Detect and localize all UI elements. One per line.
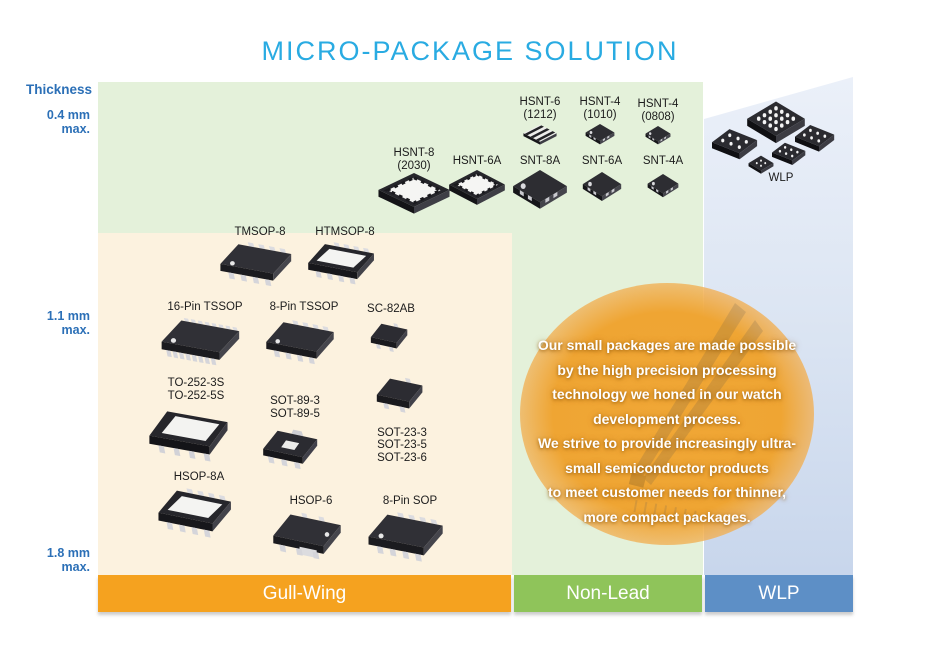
package-size-label: (0808) <box>641 110 675 123</box>
chip-illustration-16-pin-tssop <box>161 317 240 365</box>
callout-line: technology we honed in our watch <box>552 386 782 402</box>
package-label: HSNT-6 <box>519 96 561 108</box>
package-label: SNT-8A <box>519 155 561 167</box>
package-label: SC-82AB <box>367 303 415 315</box>
tick-value: 1.8 mm <box>46 546 90 560</box>
package-8-pin-tssop: 8-Pin TSSOP <box>258 301 350 372</box>
category-bar-gull-wing: Gull-Wing <box>98 575 511 612</box>
chip-illustration-hsop-8a <box>158 487 231 538</box>
package-size-label: (1010) <box>583 108 617 121</box>
non-lead-region-background <box>98 82 703 233</box>
chip-illustration-snt-6a <box>582 171 622 201</box>
package-label: SOT-23-3 <box>377 426 427 439</box>
callout-line: Our small packages are made possible <box>537 337 797 353</box>
chip-illustration-to-252 <box>149 411 228 462</box>
package-hsnt-6a: HSNT-6A <box>441 155 513 209</box>
chip-illustration-hsnt-8 <box>377 173 451 215</box>
package-size-label: (1212) <box>523 108 557 121</box>
callout-line: We strive to provide increasingly ultra- <box>537 435 797 451</box>
chip-illustration-wlp-6ball <box>772 142 806 165</box>
thickness-axis-label: Thickness <box>26 82 93 97</box>
package-label: SOT-89-5 <box>270 407 320 420</box>
tick-value: 1.1 mm <box>46 309 90 323</box>
package-label: HSOP-6 <box>289 495 333 507</box>
callout-line: to meet customer needs for thinner, <box>547 484 787 500</box>
chip-illustration-sot-89 <box>263 429 318 470</box>
chip-illustration-hsnt-6 <box>523 124 557 145</box>
package-sc-82ab: SC-82AB <box>363 303 419 361</box>
package-label: 8-Pin SOP <box>382 495 438 507</box>
package-tmsop-8: TMSOP-8 <box>214 226 306 294</box>
callout-line: development process. <box>593 410 741 427</box>
package-label: HSNT-4 <box>579 96 621 108</box>
package-snt-8a: SNT-8A <box>506 155 574 213</box>
package-16-pin-tssop: 16-Pin TSSOP <box>157 301 253 374</box>
chip-illustration-sot-23 <box>376 377 423 413</box>
tick-qualifier: max. <box>61 122 91 136</box>
package-label: SOT-23-6 <box>377 451 427 464</box>
package-hsnt-4-1010: HSNT-4 (1010) <box>568 96 632 149</box>
callout-line: by the high precision processing <box>557 361 777 378</box>
package-hsop-8a: HSOP-8A <box>153 471 245 546</box>
callout-text: Our small packages are made possible by … <box>520 333 814 529</box>
package-label: HSNT-8 <box>393 147 435 159</box>
package-label: HSOP-8A <box>173 471 225 483</box>
category-bar-non-lead: Non-Lead <box>514 575 702 612</box>
package-label: 8-Pin TSSOP <box>269 301 339 313</box>
tick-qualifier: max. <box>61 560 91 574</box>
package-sot-89: SOT-89-3 SOT-89-5 <box>251 395 339 478</box>
package-label: SNT-6A <box>581 155 623 167</box>
package-hsnt-8-2030: HSNT-8 (2030) <box>374 147 454 219</box>
category-bar-wlp: WLP <box>705 575 853 612</box>
package-htmsop-8: HTMSOP-8 <box>301 226 389 292</box>
package-sot-23: SOT-23-3 SOT-23-5 SOT-23-6 <box>366 374 438 464</box>
thickness-tick-1-1mm: 1.1 mm max. <box>24 309 90 337</box>
callout-line: more compact packages. <box>583 508 751 525</box>
chip-illustration-tmsop-8 <box>220 241 292 286</box>
chip-illustration-hsnt-4 <box>645 126 671 145</box>
package-8-pin-sop: 8-Pin SOP <box>362 495 458 570</box>
chip-illustration-hsnt-4 <box>585 124 615 145</box>
tick-qualifier: max. <box>61 323 91 337</box>
package-size-label: (2030) <box>397 159 431 172</box>
tick-value: 0.4 mm <box>46 108 90 122</box>
tweezers-icon <box>628 303 763 523</box>
page-title: MICRO-PACKAGE SOLUTION <box>261 36 679 66</box>
package-to-252: TO-252-3S TO-252-5S <box>148 377 244 472</box>
callout-bubble: Our small packages are made possible by … <box>520 283 814 545</box>
thickness-tick-1-8mm: 1.8 mm max. <box>24 546 90 574</box>
package-snt-6a: SNT-6A <box>570 155 634 205</box>
package-snt-4a: SNT-4A <box>631 155 695 201</box>
chip-illustration-snt-4a <box>647 173 679 197</box>
package-label: HSNT-4 <box>637 98 679 110</box>
package-label: SOT-89-3 <box>270 395 320 407</box>
package-hsnt-6-1212: HSNT-6 (1212) <box>506 96 574 150</box>
chip-illustration-8-pin-tssop <box>266 319 334 364</box>
package-label: TO-252-3S <box>167 377 225 389</box>
chip-illustration-htmsop-8 <box>308 241 374 284</box>
package-label: TMSOP-8 <box>234 226 286 238</box>
chip-illustration-8-pin-sop <box>368 511 443 562</box>
package-label: HTMSOP-8 <box>315 226 375 238</box>
package-label: SNT-4A <box>642 155 684 167</box>
chip-illustration-snt-8a <box>513 169 567 209</box>
package-label: HSNT-6A <box>452 155 502 167</box>
chip-illustration-hsop-6 <box>273 512 341 559</box>
thickness-tick-0-4mm: 0.4 mm max. <box>24 108 90 136</box>
package-label: TO-252-5S <box>167 389 225 402</box>
package-hsop-6: HSOP-6 <box>265 495 357 568</box>
chip-illustration-sc-82ab <box>370 322 408 352</box>
package-label: SOT-23-5 <box>377 439 427 451</box>
package-label: 16-Pin TSSOP <box>167 301 243 313</box>
wlp-group-label: WLP <box>768 172 794 184</box>
chip-illustration-hsnt-6a <box>448 169 506 206</box>
callout-line: small semiconductor products <box>565 459 769 476</box>
package-hsnt-4-0808: HSNT-4 (0808) <box>628 98 688 149</box>
